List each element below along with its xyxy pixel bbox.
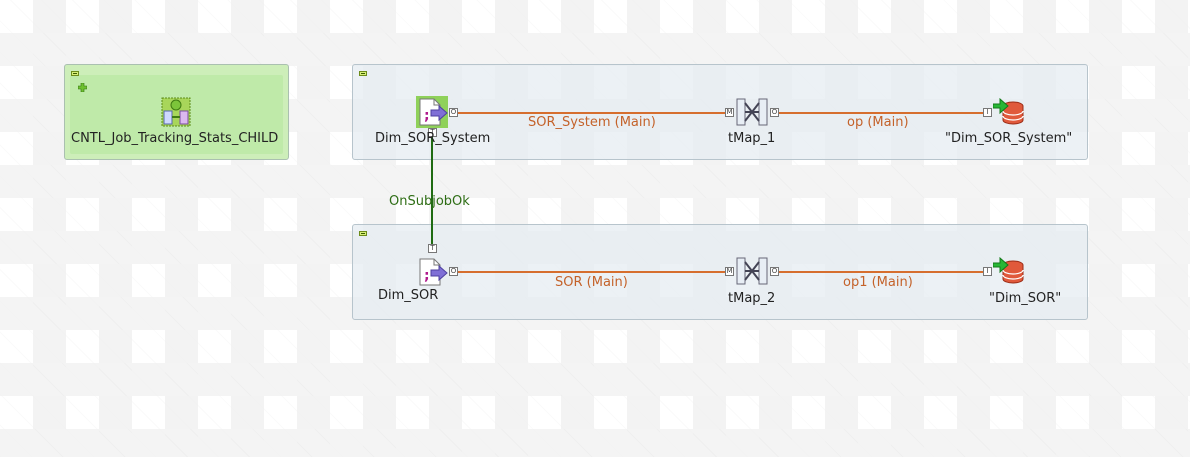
trigger-port-top[interactable]: T — [428, 128, 437, 137]
tmap-icon[interactable] — [736, 256, 768, 286]
tmap-2-label[interactable]: tMap_2 — [728, 291, 776, 306]
map-output-port[interactable]: O — [770, 108, 779, 117]
main-link-sor[interactable] — [456, 271, 728, 273]
link-label-op1[interactable]: op1 (Main) — [843, 275, 913, 290]
onsubjobok-label[interactable]: OnSubjobOk — [389, 194, 470, 209]
svg-text:;: ; — [424, 108, 430, 124]
onsubjobok-link[interactable] — [431, 131, 433, 245]
output-label-dim-sor-system[interactable]: "Dim_SOR_System" — [945, 131, 1073, 146]
output-port[interactable]: O — [449, 267, 458, 276]
collapse-icon[interactable] — [359, 231, 367, 236]
map-output-port[interactable]: O — [770, 267, 779, 276]
trigger-port-bottom[interactable]: T — [428, 244, 437, 253]
db-output-icon[interactable] — [992, 256, 1025, 285]
map-input-port[interactable]: M — [725, 108, 734, 117]
output-label-dim-sor[interactable]: "Dim_SOR" — [989, 291, 1062, 306]
db-input-port[interactable]: I — [983, 108, 992, 117]
main-link-op1[interactable] — [776, 271, 984, 273]
input-label-dim-sor-system[interactable]: Dim_SOR_System — [375, 131, 491, 146]
collapse-icon[interactable] — [359, 71, 367, 76]
map-input-port[interactable]: M — [725, 267, 734, 276]
main-link-op[interactable] — [776, 112, 984, 114]
cntl-component-label[interactable]: CNTL_Job_Tracking_Stats_CHILD — [71, 131, 279, 146]
trunjob-icon[interactable] — [161, 97, 191, 127]
link-label-sor-system[interactable]: SOR_System (Main) — [528, 115, 656, 130]
tmap-icon[interactable] — [736, 97, 768, 127]
input-label-dim-sor[interactable]: Dim_SOR — [378, 288, 439, 303]
db-output-icon[interactable] — [992, 97, 1025, 126]
collapse-icon[interactable] — [71, 71, 79, 76]
db-input-port[interactable]: I — [983, 267, 992, 276]
main-link-sor-system[interactable] — [456, 112, 728, 114]
subjob-cntl[interactable]: CNTL_Job_Tracking_Stats_CHILD — [64, 64, 289, 160]
output-port[interactable]: O — [449, 108, 458, 117]
svg-text:;: ; — [424, 268, 430, 284]
tmap-1-label[interactable]: tMap_1 — [728, 131, 776, 146]
file-input-delimited-icon[interactable]: ; — [416, 96, 448, 128]
file-input-delimited-icon[interactable]: ; — [416, 257, 448, 287]
expand-plus-icon[interactable] — [77, 81, 88, 93]
link-label-op[interactable]: op (Main) — [847, 115, 909, 130]
link-label-sor[interactable]: SOR (Main) — [555, 275, 628, 290]
